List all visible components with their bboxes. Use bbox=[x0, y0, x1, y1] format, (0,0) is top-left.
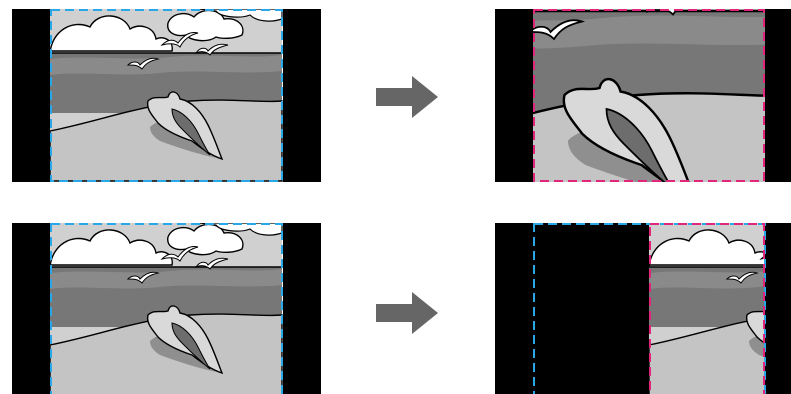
row2-result-panel bbox=[495, 223, 791, 394]
letterbox-left bbox=[495, 9, 533, 182]
beach-scene-icon bbox=[49, 9, 283, 182]
right-arrow-icon bbox=[376, 292, 440, 334]
letterbox-right bbox=[765, 9, 791, 182]
row2-source-panel bbox=[12, 223, 321, 394]
source-frame bbox=[50, 223, 283, 394]
zoomed-beach-scene-icon bbox=[533, 9, 765, 182]
row1-source-panel bbox=[12, 9, 321, 182]
result-frame bbox=[533, 9, 765, 182]
right-arrow-icon bbox=[376, 76, 440, 118]
result-frame bbox=[649, 223, 765, 394]
letterbox-left bbox=[12, 223, 50, 394]
letterbox-right bbox=[283, 223, 321, 394]
source-frame bbox=[50, 9, 283, 182]
beach-scene-icon bbox=[49, 223, 283, 394]
letterbox-right bbox=[283, 9, 321, 182]
row1-result-panel bbox=[495, 9, 791, 182]
letterbox-left bbox=[12, 9, 50, 182]
